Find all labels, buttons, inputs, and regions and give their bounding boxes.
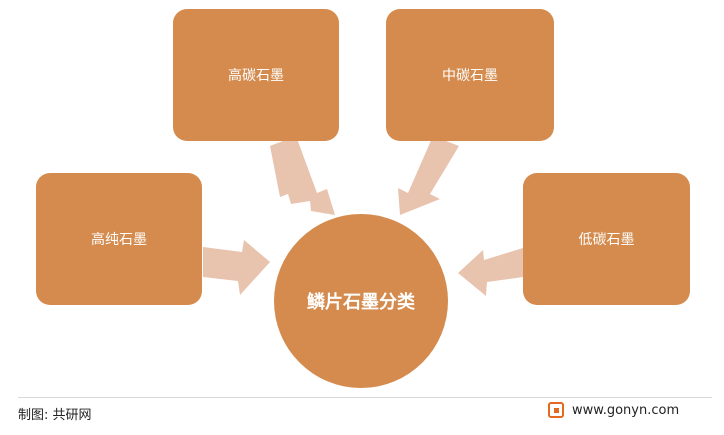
center-label: 鳞片石墨分类 [307,292,415,313]
arrow-top-right [398,136,459,215]
node-label: 低碳石墨 [578,232,635,248]
footer-brand: www.gonyn.com [548,402,679,418]
node-high-carbon-graphite: 高碳石墨 [173,9,339,141]
footer-url: www.gonyn.com [572,402,680,418]
node-label: 高碳石墨 [228,68,284,84]
node-label: 中碳石墨 [442,68,498,84]
node-label: 高纯石墨 [91,232,147,248]
footer-credit: 制图: 共研网 [18,408,92,423]
center-node: 鳞片石墨分类 [274,214,448,388]
arrow-right [458,248,523,296]
node-low-carbon-graphite: 低碳石墨 [523,173,690,305]
brand-logo-icon [548,402,564,418]
node-medium-carbon-graphite: 中碳石墨 [386,9,554,141]
arrow-left [203,240,270,295]
node-high-purity-graphite: 高纯石墨 [36,173,202,305]
footer-divider [18,397,712,398]
arrow-top-left [270,136,335,215]
